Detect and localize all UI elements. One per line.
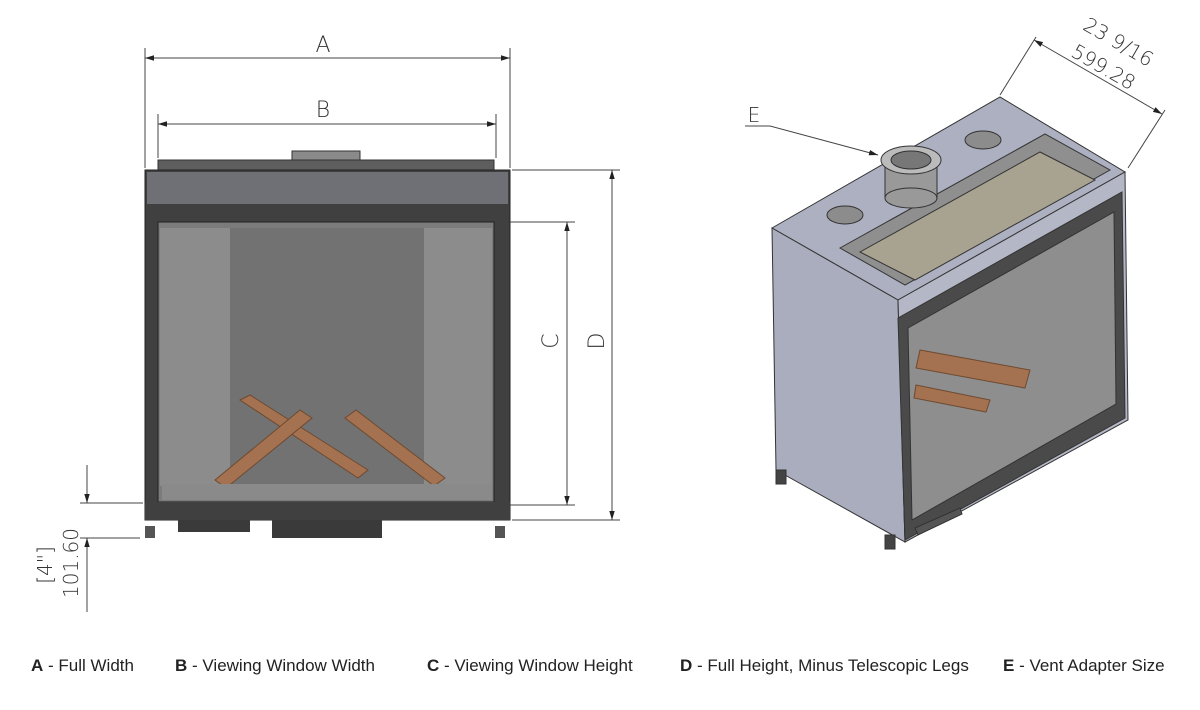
iso-control-tray — [914, 507, 963, 536]
logs — [214, 394, 446, 489]
vent-hole-right — [964, 130, 1002, 150]
leg-height-mm: 101.60 — [59, 528, 83, 598]
dim-e-label: E — [748, 103, 761, 127]
vent-adapter-base — [884, 187, 938, 209]
legend-key: B — [175, 656, 188, 675]
legend-item-b: B - Viewing Window Width — [175, 656, 375, 676]
iso-glass — [907, 211, 1117, 521]
legend-item-c: C - Viewing Window Height — [427, 656, 633, 676]
legend-text: - Vent Adapter Size — [1014, 656, 1165, 675]
legend-text: - Viewing Window Width — [187, 656, 375, 675]
dim-b-label: B — [316, 98, 330, 123]
iso-log-2 — [913, 384, 991, 413]
vent-hole-left — [826, 205, 864, 225]
left-panel — [160, 228, 230, 486]
ember-bed — [162, 484, 492, 500]
legend-item-a: A - Full Width — [31, 656, 134, 676]
legend-item-e: E - Vent Adapter Size — [1003, 656, 1165, 676]
front-view — [144, 150, 511, 538]
vent-adapter-opening — [890, 150, 932, 170]
iso-dimensions — [745, 36, 1166, 169]
right-panel — [424, 228, 492, 486]
top-insert — [858, 151, 1097, 281]
legend-key: A — [31, 656, 44, 675]
leg-height-in: [4"] — [33, 546, 57, 584]
control-box — [272, 520, 382, 538]
legend-text: - Viewing Window Height — [439, 656, 633, 675]
legend-text: - Full Width — [43, 656, 134, 675]
legend-key: D — [680, 656, 693, 675]
dim-c-label: C — [539, 333, 564, 348]
legend-text: - Full Height, Minus Telescopic Legs — [692, 656, 969, 675]
legend-key: C — [427, 656, 440, 675]
iso-leg-1 — [775, 469, 787, 485]
iso-log — [915, 349, 1031, 389]
valve-box — [178, 520, 250, 532]
legend-item-d: D - Full Height, Minus Telescopic Legs — [680, 656, 969, 676]
legend-key: E — [1003, 656, 1015, 675]
leg-right — [495, 526, 505, 538]
top-band — [147, 172, 508, 204]
front-dimensions — [80, 48, 620, 612]
dim-d-label: D — [585, 333, 610, 350]
bottom-band — [145, 502, 510, 520]
leg-left — [145, 526, 155, 538]
iso-view — [770, 96, 1129, 550]
dim-a-label: A — [315, 33, 330, 58]
iso-leg-2 — [884, 534, 896, 550]
top-plate — [157, 159, 495, 171]
